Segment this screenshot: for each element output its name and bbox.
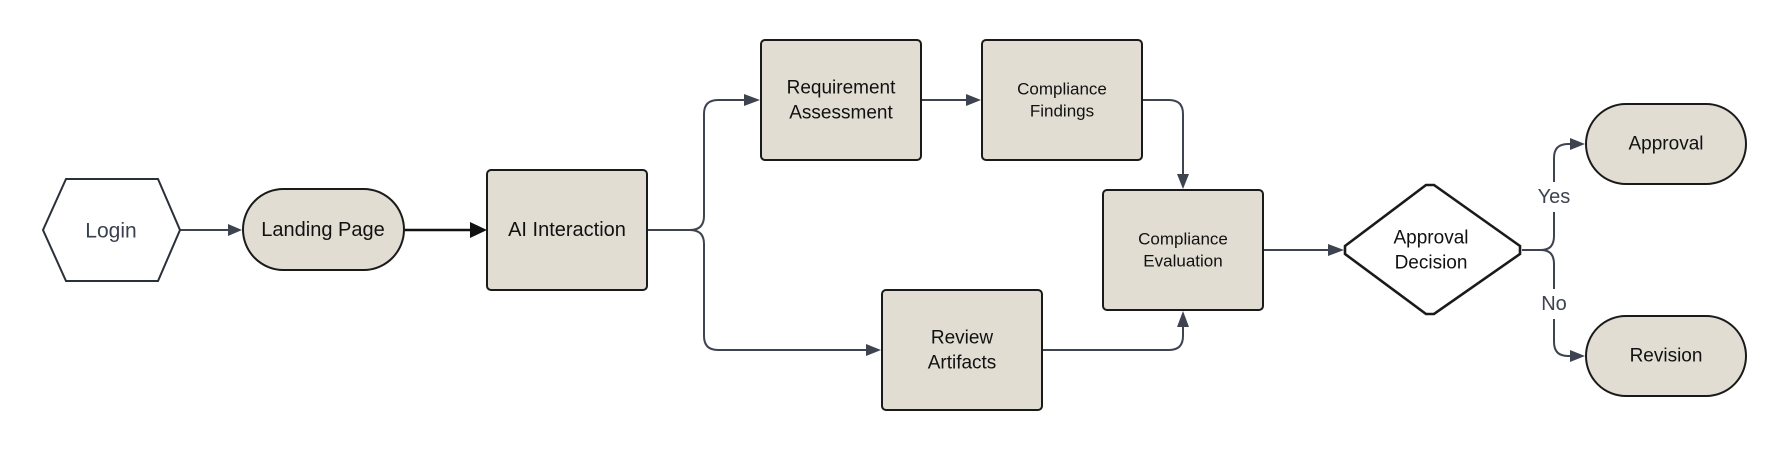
node-login[interactable]: Login xyxy=(41,178,182,282)
node-approval-decision-label-line1: Approval xyxy=(1394,228,1469,249)
node-ai-interaction[interactable]: AI Interaction xyxy=(486,169,648,291)
node-requirement-assessment[interactable]: Requirement Assessment xyxy=(760,39,922,161)
nodes: Login Landing Page AI Interaction Requir… xyxy=(41,39,1747,411)
edge-ai-to-requirement xyxy=(647,99,744,231)
arrowhead-icon xyxy=(470,222,487,238)
node-revision-label: Revision xyxy=(1630,346,1703,367)
arrowhead-icon xyxy=(1328,244,1344,256)
node-review-artifacts-label-line1: Review xyxy=(931,328,994,349)
node-approval-decision[interactable]: Approval Decision xyxy=(1343,183,1522,316)
arrowhead-icon xyxy=(1177,311,1189,327)
arrowhead-icon xyxy=(866,344,881,356)
node-compliance-findings-label-line2: Findings xyxy=(1030,102,1094,121)
node-approval[interactable]: Approval xyxy=(1585,103,1747,185)
edge-findings-to-evaluation xyxy=(1143,99,1184,174)
node-ai-interaction-label: AI Interaction xyxy=(508,219,626,241)
node-review-artifacts[interactable]: Review Artifacts xyxy=(881,289,1043,411)
arrowhead-icon xyxy=(966,94,981,106)
arrowhead-icon xyxy=(744,94,760,106)
node-review-artifacts-label-line2: Artifacts xyxy=(928,353,997,374)
arrowhead-icon xyxy=(1570,138,1585,150)
node-revision[interactable]: Revision xyxy=(1585,315,1747,397)
node-landing-page[interactable]: Landing Page xyxy=(242,188,405,271)
node-login-label: Login xyxy=(85,220,136,243)
arrowhead-icon xyxy=(1570,350,1585,362)
node-requirement-assessment-label-line2: Assessment xyxy=(789,103,893,124)
node-compliance-findings[interactable]: Compliance Findings xyxy=(981,39,1143,161)
edges: Yes No xyxy=(180,94,1585,362)
node-compliance-evaluation-label-line2: Evaluation xyxy=(1143,252,1222,271)
node-requirement-assessment-label-line1: Requirement xyxy=(787,78,896,99)
node-compliance-findings-label-line1: Compliance xyxy=(1017,80,1107,99)
node-compliance-evaluation-label-line1: Compliance xyxy=(1138,230,1228,249)
node-approval-label: Approval xyxy=(1629,134,1704,155)
node-landing-page-label: Landing Page xyxy=(261,219,384,241)
arrowhead-icon xyxy=(1177,174,1189,189)
edge-review-to-evaluation xyxy=(1043,327,1184,351)
edge-label-yes: Yes xyxy=(1538,186,1571,208)
edge-label-no: No xyxy=(1541,293,1567,315)
node-approval-decision-label-line2: Decision xyxy=(1395,253,1468,274)
edge-decision-to-revision xyxy=(1540,249,1570,357)
edge-ai-to-review xyxy=(689,229,866,351)
node-compliance-evaluation[interactable]: Compliance Evaluation xyxy=(1102,189,1264,311)
arrowhead-icon xyxy=(228,224,242,236)
